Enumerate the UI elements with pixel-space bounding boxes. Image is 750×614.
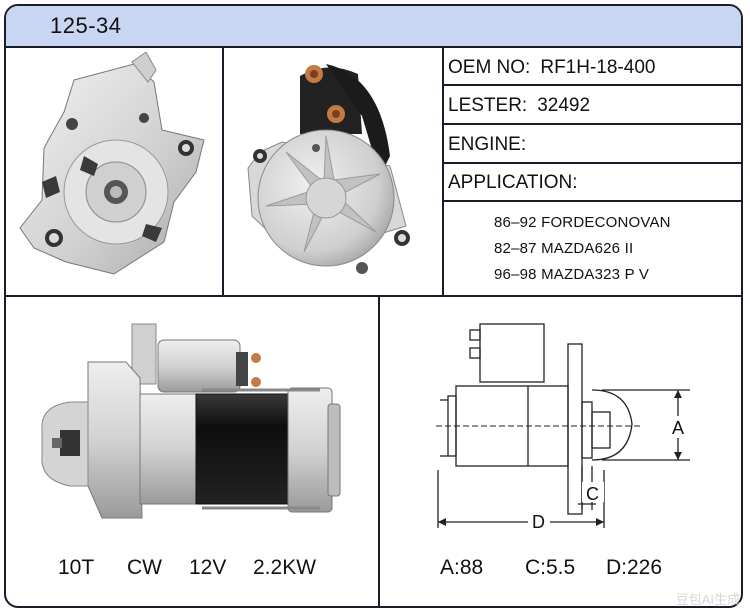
dimension-drawing: A C D (436, 323, 690, 530)
spec-teeth: 10T (58, 556, 95, 579)
application-line: 82–87 MAZDA626 II (494, 240, 634, 257)
part-number-title: 125-34 (50, 13, 122, 38)
title-bar: 125-34 (6, 6, 741, 48)
starter-side-photo (41, 323, 341, 519)
spec-rotation: CW (127, 556, 162, 579)
starter-front-photo (19, 52, 205, 275)
dimension-d-value: D:226 (606, 556, 663, 579)
application-line: 96–98 MAZDA323 P V (494, 266, 650, 283)
divider-info-1 (442, 84, 741, 86)
starter-rear-photo (247, 64, 410, 274)
spec-power: 2.2KW (253, 556, 317, 579)
divider-vertical-top-right (442, 46, 444, 296)
engine-row: ENGINE: (448, 134, 536, 156)
dimension-c-tag: C (586, 484, 599, 504)
lester-label: LESTER: (448, 95, 528, 116)
divider-info-3 (442, 162, 741, 164)
application-row: APPLICATION: (448, 172, 578, 194)
dimension-a-value: A:88 (440, 556, 484, 579)
divider-info-4 (442, 200, 741, 202)
divider-horizontal-main (6, 295, 741, 297)
lester-value: 32492 (537, 95, 591, 116)
application-line: 86–92 FORDECONOVAN (494, 214, 671, 231)
oem-label: OEM NO: (448, 57, 531, 78)
lester-row: LESTER: 32492 (448, 95, 590, 117)
dimension-d-tag: D (532, 512, 545, 530)
dimension-a-tag: A (672, 418, 684, 438)
dimension-c-value: C:5.5 (525, 556, 576, 579)
divider-vertical-top-left (222, 46, 224, 296)
oem-row: OEM NO: RF1H-18-400 (448, 57, 655, 79)
divider-vertical-bottom (378, 296, 380, 606)
oem-value: RF1H-18-400 (540, 57, 656, 78)
watermark: 豆包AI生成 (675, 592, 740, 607)
spec-voltage: 12V (189, 556, 227, 579)
engine-label: ENGINE: (448, 134, 527, 155)
application-label: APPLICATION: (448, 172, 578, 193)
divider-info-2 (442, 123, 741, 125)
